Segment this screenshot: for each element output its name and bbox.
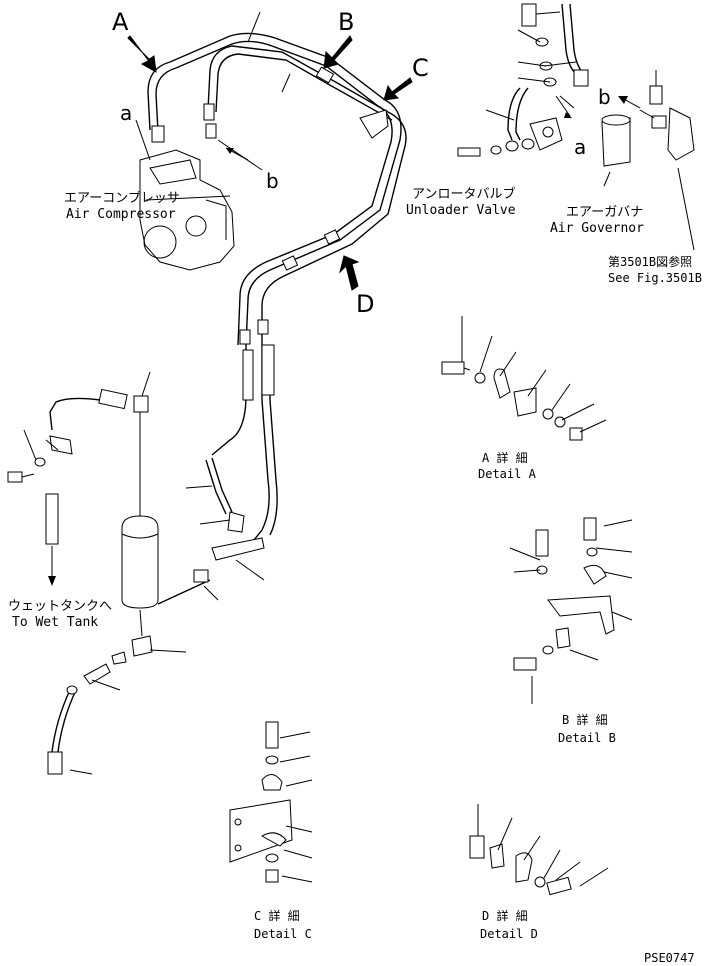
detail-d-title-jp: D 詳 細 [482,908,528,923]
wet-tank-label-en: To Wet Tank [12,615,98,630]
detail-b-title-en: Detail B [558,731,616,745]
callout-c: C [412,54,429,82]
air-compressor-label-en: Air Compressor [66,207,176,222]
callout-d: D [356,290,374,318]
separator-assembly [7,388,265,775]
detail-c-title-jp: C 詳 細 [254,908,300,923]
unloader-valve-label-jp: アンロータバルブ [412,186,515,202]
detail-d-title-en: Detail D [480,927,538,941]
see-fig-label-en: See Fig.3501B [608,271,702,285]
detail-a-title-jp: A 詳 細 [482,450,528,465]
detail-c-title-en: Detail C [254,927,312,941]
callout-a: A [112,8,129,36]
callout-arrows [127,35,641,291]
arrow-a [127,35,157,73]
arrow-c [383,77,413,101]
detail-a-title-en: Detail A [478,467,537,481]
wet-tank-label-jp: ウェットタンクへ [8,599,112,614]
unloader-valve-label-en: Unloader Valve [406,203,516,218]
arrow-b [323,35,353,69]
callout-b: B [338,8,354,36]
air-pipe-main [147,32,407,546]
detail-b-title-jp: B 詳 細 [562,712,608,727]
detail-d-parts [469,835,572,896]
arrow-d [339,255,360,291]
air-compressor [139,149,235,271]
callout-a-lower-right: a [574,135,586,159]
detail-c-parts [229,721,293,883]
leader-lines [23,11,695,887]
air-compressor-label-jp: エアーコンプレッサ [64,191,180,206]
unloader-assembly [457,3,695,167]
air-governor-label-jp: エアーガバナ [566,205,643,220]
air-governor-label-en: Air Governor [550,221,644,236]
callout-b-lower-right: b [598,85,611,109]
detail-b-parts [513,517,615,671]
drawing-number: PSE0747 [644,951,695,965]
callout-b-lower-left: b [266,169,279,193]
detail-a-parts [441,361,583,441]
see-fig-label-jp: 第3501B図参照 [608,254,692,269]
callout-a-lower-left: a [120,101,132,125]
